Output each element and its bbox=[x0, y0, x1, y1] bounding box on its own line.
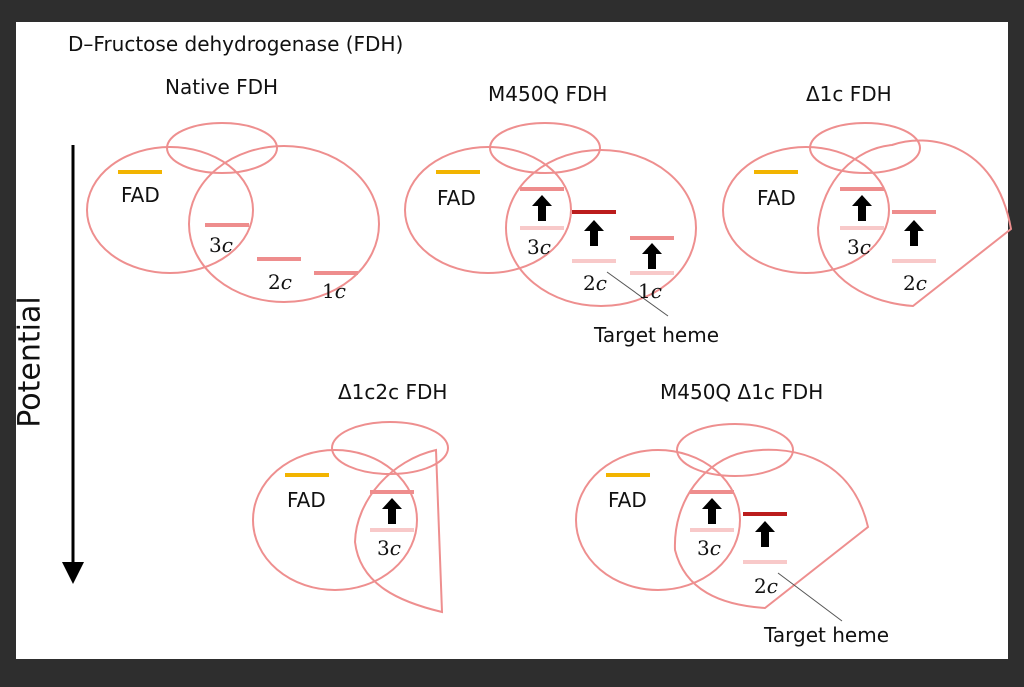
enzyme-native-fdh bbox=[86, 122, 380, 303]
heme-number: 3 bbox=[697, 536, 710, 560]
heme-number: 2 bbox=[268, 270, 281, 294]
fad-label: FAD bbox=[121, 183, 160, 207]
heme-label-3c: 3c bbox=[847, 237, 871, 257]
subunit-left bbox=[86, 146, 254, 274]
heme-label-3c: 3c bbox=[209, 235, 233, 255]
subunit-left bbox=[404, 146, 572, 274]
subunit-heme-truncated bbox=[353, 448, 444, 614]
variant-title-native: Native FDH bbox=[165, 75, 279, 99]
heme-type-c: c bbox=[859, 235, 871, 259]
heme-label-3c: 3c bbox=[527, 237, 551, 257]
enzyme-delta-1c2c-fdh bbox=[252, 421, 449, 614]
target-leader-line bbox=[606, 271, 669, 317]
fad-label: FAD bbox=[608, 488, 647, 512]
fad-label: FAD bbox=[757, 186, 796, 210]
heme-type-c: c bbox=[280, 270, 292, 294]
heme-type-c: c bbox=[595, 271, 607, 295]
shift-arrow-icon bbox=[702, 498, 722, 524]
heme-number: 2 bbox=[754, 574, 767, 598]
heme-number: 3 bbox=[209, 233, 222, 257]
shift-arrow-icon bbox=[532, 195, 552, 221]
enzyme-m450q-delta-1c-fdh bbox=[575, 423, 870, 622]
heme-number: 2 bbox=[583, 271, 596, 295]
heme-type-c: c bbox=[221, 233, 233, 257]
subunit-heme-truncated bbox=[816, 139, 1013, 308]
heme-type-c: c bbox=[709, 536, 721, 560]
heme-label-2c: 2c bbox=[583, 273, 607, 293]
subunit-heme bbox=[188, 145, 380, 303]
heme-number: 3 bbox=[527, 235, 540, 259]
heme-type-c: c bbox=[389, 536, 401, 560]
shift-arrow-icon bbox=[584, 220, 604, 246]
variant-title-delta-1c2c: Δ1c2c FDH bbox=[338, 380, 448, 404]
subunit-heme-truncated bbox=[673, 448, 870, 610]
enzyme-m450q-fdh bbox=[404, 122, 697, 317]
shift-arrow-icon bbox=[382, 498, 402, 524]
shift-arrow-icon bbox=[755, 521, 775, 547]
fad-label: FAD bbox=[287, 488, 326, 512]
shift-arrow-icon bbox=[642, 243, 662, 269]
subunit-top bbox=[676, 423, 794, 477]
figure-title: D–Fructose dehydrogenase (FDH) bbox=[68, 32, 404, 56]
variant-title-delta-1c: Δ1c FDH bbox=[806, 82, 892, 106]
heme-label-2c: 2c bbox=[268, 272, 292, 292]
target-heme-label: Target heme bbox=[764, 623, 889, 647]
heme-label-3c: 3c bbox=[377, 538, 401, 558]
heme-label-2c: 2c bbox=[754, 576, 778, 596]
heme-type-c: c bbox=[334, 279, 346, 303]
subunit-left bbox=[575, 449, 741, 591]
heme-type-c: c bbox=[650, 279, 662, 303]
shift-arrow-icon bbox=[904, 220, 924, 246]
variant-title-m450q-delta-1c: M450Q Δ1c FDH bbox=[660, 380, 824, 404]
white-panel bbox=[16, 22, 1008, 659]
heme-type-c: c bbox=[766, 574, 778, 598]
heme-number: 1 bbox=[638, 279, 651, 303]
subunit-left bbox=[252, 449, 418, 591]
target-heme-label: Target heme bbox=[594, 323, 719, 347]
heme-type-c: c bbox=[915, 271, 927, 295]
variant-title-m450q: M450Q FDH bbox=[488, 82, 608, 106]
heme-number: 2 bbox=[903, 271, 916, 295]
heme-number: 3 bbox=[377, 536, 390, 560]
heme-label-3c: 3c bbox=[697, 538, 721, 558]
heme-label-1c: 1c bbox=[322, 281, 346, 301]
heme-label-1c: 1c bbox=[638, 281, 662, 301]
heme-number: 1 bbox=[322, 279, 335, 303]
heme-label-2c: 2c bbox=[903, 273, 927, 293]
heme-number: 3 bbox=[847, 235, 860, 259]
target-leader-line bbox=[777, 572, 843, 622]
fad-label: FAD bbox=[437, 186, 476, 210]
potential-axis-arrowhead bbox=[62, 562, 84, 584]
subunit-heme bbox=[505, 149, 697, 307]
subunit-left bbox=[722, 146, 890, 274]
heme-type-c: c bbox=[539, 235, 551, 259]
enzyme-delta-1c-fdh bbox=[722, 122, 1013, 308]
potential-axis-label: Potential bbox=[12, 296, 48, 428]
shift-arrow-icon bbox=[852, 195, 872, 221]
